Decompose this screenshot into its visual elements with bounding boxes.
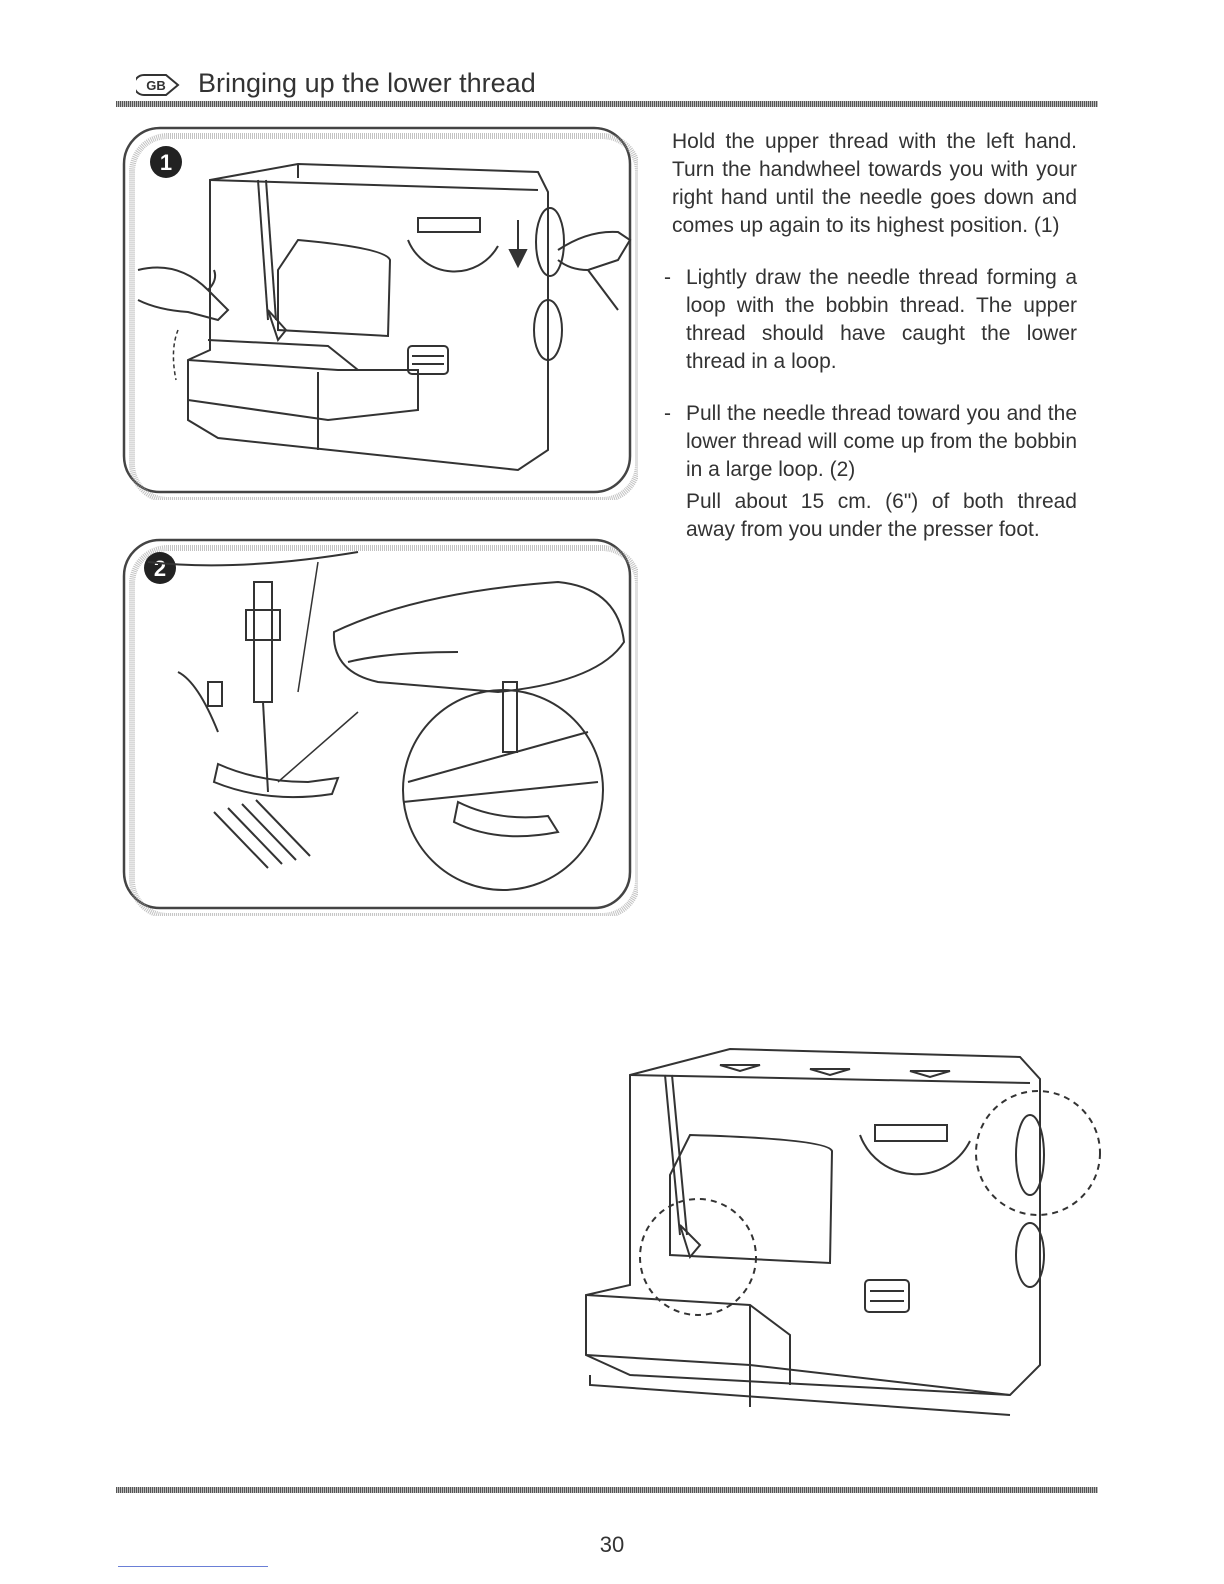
figure-2-presser-foot-illustration: 2 (122, 538, 638, 916)
page-number: 30 (599, 1532, 625, 1557)
instruction-paragraph-4: Pull about 15 cm. (6") of both thread aw… (686, 490, 1077, 541)
instruction-paragraph-1: Hold the upper thread with the left hand… (672, 130, 1077, 237)
svg-text:2: 2 (154, 556, 166, 581)
instruction-paragraph-3: Pull the needle thread toward you and th… (686, 402, 1077, 481)
bullet-dash: - (664, 266, 671, 289)
instruction-item-loop: - Lightly draw the needle thread forming… (664, 264, 1077, 376)
figure-2-marker: 2 (144, 552, 176, 584)
bullet-dash: - (664, 402, 671, 425)
instruction-paragraph-2: Lightly draw the needle thread forming a… (686, 266, 1077, 373)
header-rule (116, 101, 1098, 107)
language-badge-icon: GB (136, 74, 180, 96)
section-header: GB Bringing up the lower thread (136, 64, 1096, 104)
figure-3-machine-overview-illustration (585, 1047, 1101, 1416)
page-title: Bringing up the lower thread (198, 68, 536, 98)
svg-text:GB: GB (146, 78, 166, 93)
instructions-column: Hold the upper thread with the left hand… (664, 128, 1077, 544)
figure-1-handwheel-illustration: 1 (122, 126, 638, 500)
instruction-item-pull: - Pull the needle thread toward you and … (664, 400, 1077, 484)
footer-rule (116, 1487, 1098, 1493)
link-underline (118, 1566, 268, 1567)
figure-1-marker: 1 (150, 146, 182, 178)
svg-text:1: 1 (160, 150, 172, 175)
